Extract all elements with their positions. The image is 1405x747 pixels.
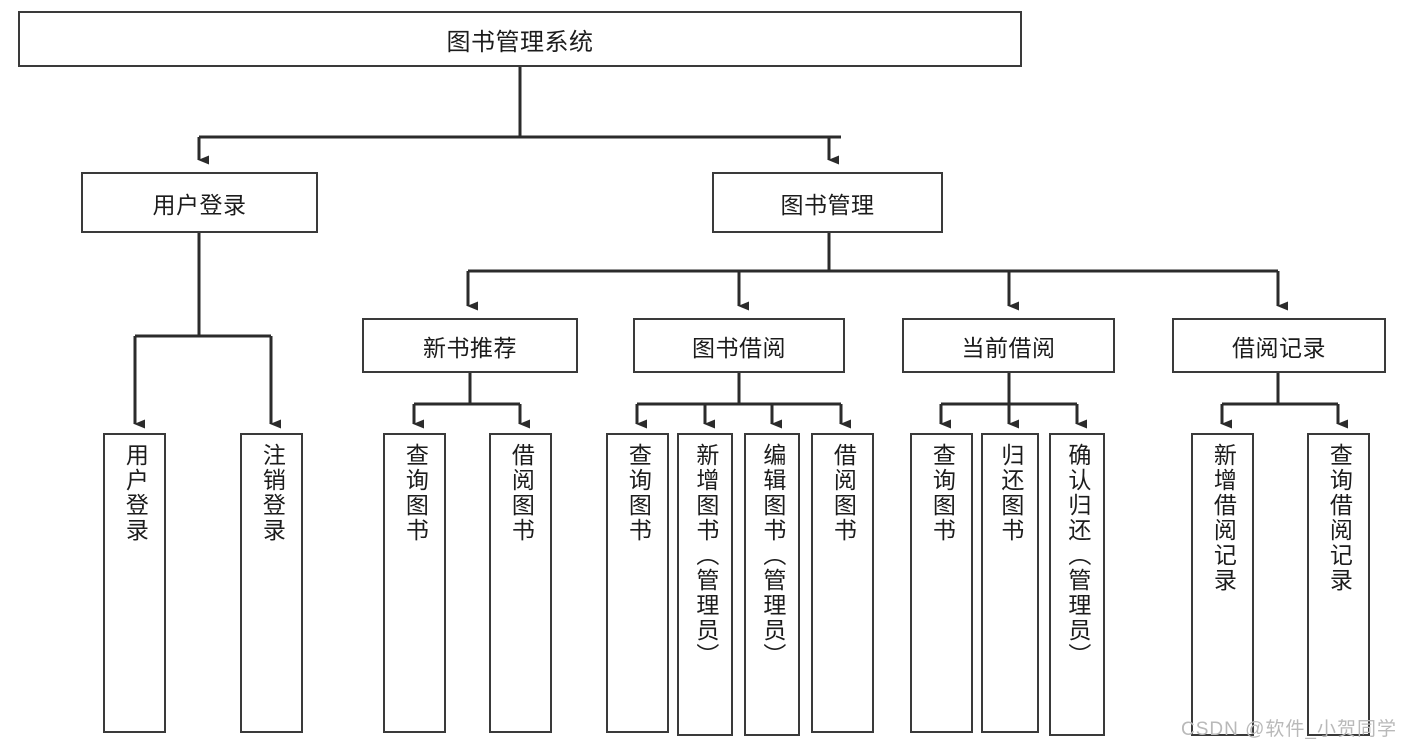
node-label: 当前借阅	[961, 334, 1056, 361]
node-label: 借阅记录	[1232, 334, 1326, 361]
leaf-add-book-admin[interactable]: 新增图书（管理员）	[677, 433, 733, 736]
node-label: 注销登录	[259, 443, 286, 543]
node-label: 查询图书	[929, 443, 956, 543]
leaf-return-books[interactable]: 归还图书	[981, 433, 1039, 733]
node-label: 图书管理系统	[446, 28, 594, 56]
node-label: 借阅图书	[830, 443, 857, 543]
node-label: 查询图书	[402, 443, 429, 543]
leaf-user-login[interactable]: 用户登录	[103, 433, 166, 733]
leaf-logout[interactable]: 注销登录	[240, 433, 303, 733]
node-label: 图书借阅	[692, 334, 786, 361]
node-book-borrow[interactable]: 图书借阅	[633, 318, 845, 373]
leaf-borrow-books[interactable]: 借阅图书	[811, 433, 874, 733]
leaf-query-borrow-record[interactable]: 查询借阅记录	[1307, 433, 1370, 736]
node-user-login[interactable]: 用户登录	[81, 172, 318, 233]
leaf-borrow-books-recommend[interactable]: 借阅图书	[489, 433, 552, 733]
node-label: 借阅图书	[508, 443, 535, 543]
node-label: 新书推荐	[423, 334, 517, 361]
node-label: 新增图书（管理员）	[692, 443, 719, 668]
node-label: 新增借阅记录	[1210, 443, 1237, 593]
leaf-confirm-return-admin[interactable]: 确认归还（管理员）	[1049, 433, 1105, 736]
node-label: 查询图书	[625, 443, 652, 543]
node-label: 用户登录	[152, 191, 247, 218]
node-label: 确认归还（管理员）	[1064, 443, 1091, 668]
node-book-management[interactable]: 图书管理	[712, 172, 943, 233]
node-new-book-recommend[interactable]: 新书推荐	[362, 318, 578, 373]
node-borrow-records[interactable]: 借阅记录	[1172, 318, 1386, 373]
leaf-query-books-recommend[interactable]: 查询图书	[383, 433, 446, 733]
node-label: 编辑图书（管理员）	[759, 443, 786, 668]
leaf-query-books-borrow[interactable]: 查询图书	[606, 433, 669, 733]
leaf-query-books-current[interactable]: 查询图书	[910, 433, 973, 733]
node-label: 图书管理	[780, 191, 875, 218]
node-label: 查询借阅记录	[1326, 443, 1353, 593]
node-label: 归还图书	[997, 443, 1024, 543]
leaf-add-borrow-record[interactable]: 新增借阅记录	[1191, 433, 1254, 736]
node-label: 用户登录	[122, 443, 149, 543]
node-current-borrow[interactable]: 当前借阅	[902, 318, 1115, 373]
csdn-watermark: CSDN @软件_小贺同学	[1181, 719, 1397, 740]
leaf-edit-book-admin[interactable]: 编辑图书（管理员）	[744, 433, 800, 736]
node-root-book-management-system[interactable]: 图书管理系统	[18, 11, 1022, 67]
